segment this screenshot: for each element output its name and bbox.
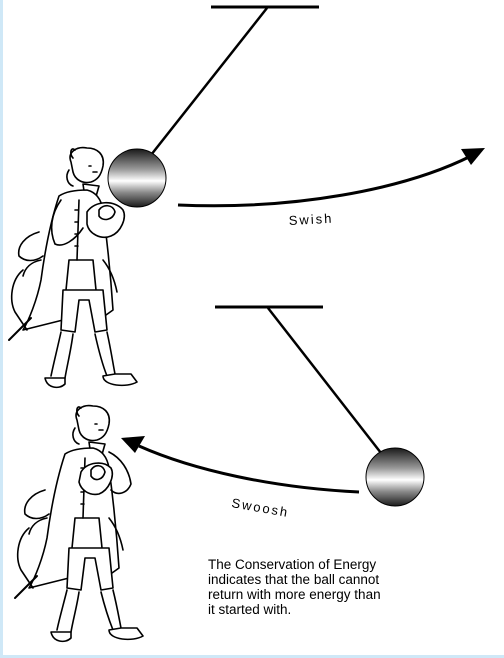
bottom-panel: Swoosh [14,305,425,643]
swish-arrowhead-icon [461,148,485,165]
swoosh-trajectory [138,444,360,494]
caption-line-3: return with more energy than [208,587,381,602]
gentleman-figure-top [8,146,138,389]
swoosh-arrowhead-icon [121,436,145,453]
bottom-pendulum-string [267,307,382,454]
swish-trajectory [177,154,472,208]
top-pendulum-string [150,7,268,156]
top-pendulum-ball [107,148,167,208]
swoosh-label: Swoosh [230,495,290,520]
caption-line-1: The Conservation of Energy [208,557,377,572]
gentleman-figure-bottom [14,404,144,643]
caption-line-4: it started with. [208,602,292,617]
caption-line-2: indicates that the ball cannot [208,572,380,587]
pendulum-diagram: Swish [8,5,485,643]
conservation-caption: The Conservation of Energy indicates tha… [208,557,448,617]
swish-label: Swish [288,211,333,228]
top-panel: Swish [8,5,485,389]
bottom-pendulum-ball [365,447,425,507]
